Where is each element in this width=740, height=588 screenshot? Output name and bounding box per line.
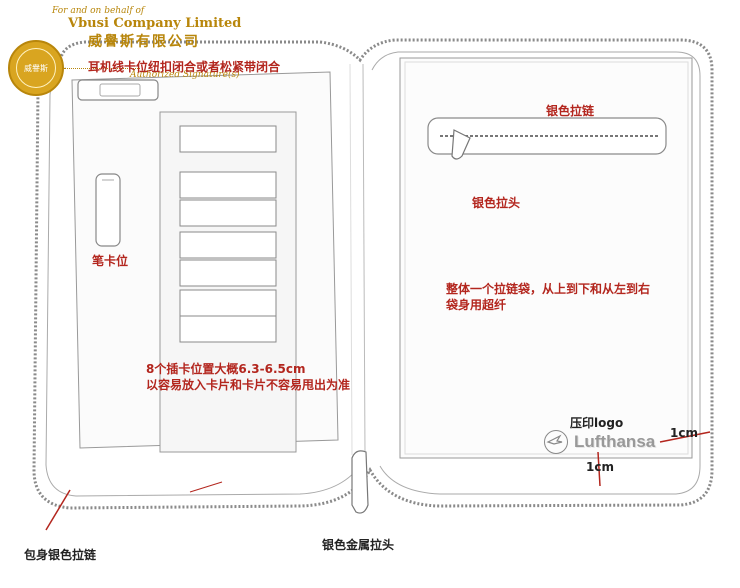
label-dim-right: 1cm [670,426,698,440]
card-slots [179,125,277,343]
wallet-outer-zipper [32,38,714,510]
label-silver-puller: 银色拉头 [472,196,521,210]
label-metal-puller: 银色金属拉头 [322,538,395,552]
signature-line [64,68,140,69]
label-body-zipper: 包身银色拉链 [24,548,97,562]
seal-text: 威譽斯 [24,63,48,73]
company-name-en: Vbusi Company Limited [68,16,242,31]
metal-puller [351,450,369,514]
company-name-cn: 威譽斯有限公司 [88,34,200,50]
for-and-on-behalf: For and on behalf of [52,6,145,16]
label-silver-zipper: 银色拉链 [546,104,595,118]
lufthansa-wordmark: Lufthansa [574,432,656,451]
company-seal: 威譽斯 [8,40,64,96]
pen-slot [95,173,121,247]
crane-icon [544,430,568,454]
label-zip-pocket-1: 整体一个拉链袋，从上到下和从左到右 [446,282,651,296]
label-earphone-clip: 耳机线卡位纽扣闭合或者松紧带闭合 [88,60,281,74]
right-inner-panel [399,57,693,459]
earphone-strap [77,79,159,101]
label-dim-bottom: 1cm [586,460,614,474]
label-emboss-logo: 压印logo [570,416,624,430]
label-card-slots-1: 8个插卡位置大概6.3-6.5cm [146,362,306,376]
company-header: For and on behalf of Vbusi Company Limit… [52,6,241,51]
authorized-signature: Authorized Signature(s) [130,70,240,80]
label-card-slots-2: 以容易放入卡片和卡片不容易甩出为准 [146,378,351,392]
inner-zipper-puller [451,129,471,160]
label-zip-pocket-2: 袋身用超纤 [446,298,507,312]
lufthansa-logo: Lufthansa [544,430,655,454]
label-pen-slot: 笔卡位 [92,254,129,268]
